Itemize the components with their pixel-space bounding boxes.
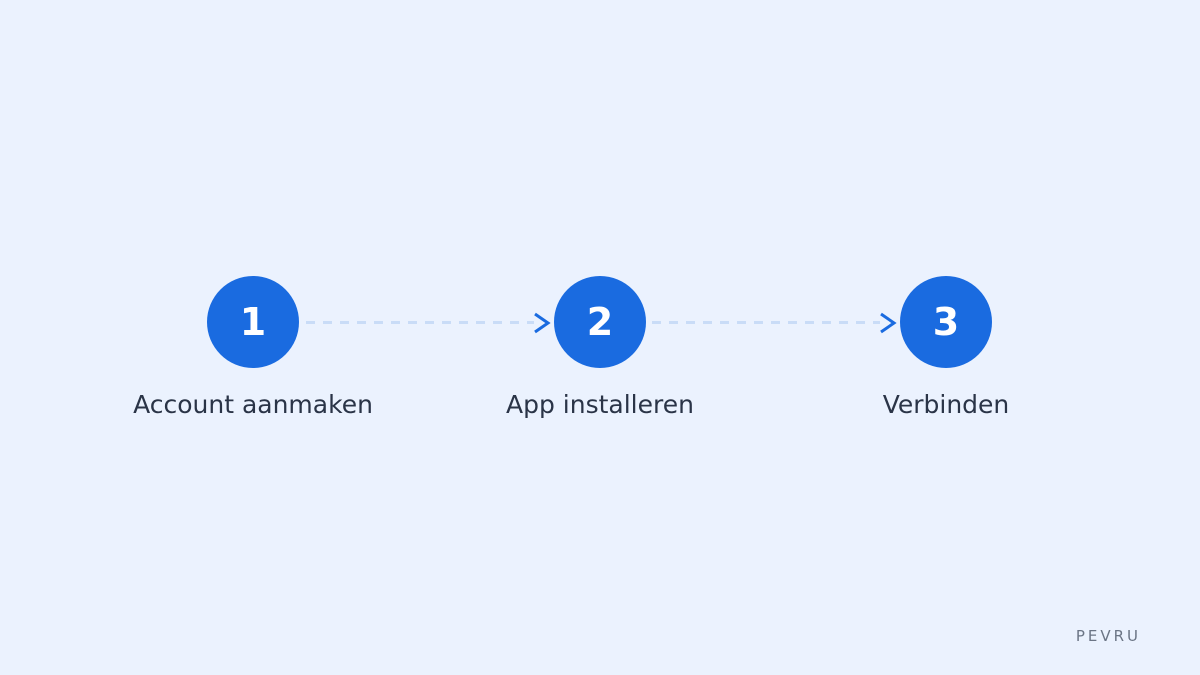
connector-line (306, 321, 534, 324)
step-number-circle: 3 (900, 276, 992, 368)
chevron-right-icon (880, 312, 897, 334)
step-label: Verbinden (882, 390, 1010, 419)
step-label: App installeren (506, 390, 694, 419)
step-number-circle: 2 (554, 276, 646, 368)
step-label: Account aanmaken (133, 390, 373, 419)
step-number-circle: 1 (207, 276, 299, 368)
connector-line (652, 321, 880, 324)
chevron-right-icon (534, 312, 551, 334)
brand-wordmark: PEVRU (1075, 627, 1141, 645)
